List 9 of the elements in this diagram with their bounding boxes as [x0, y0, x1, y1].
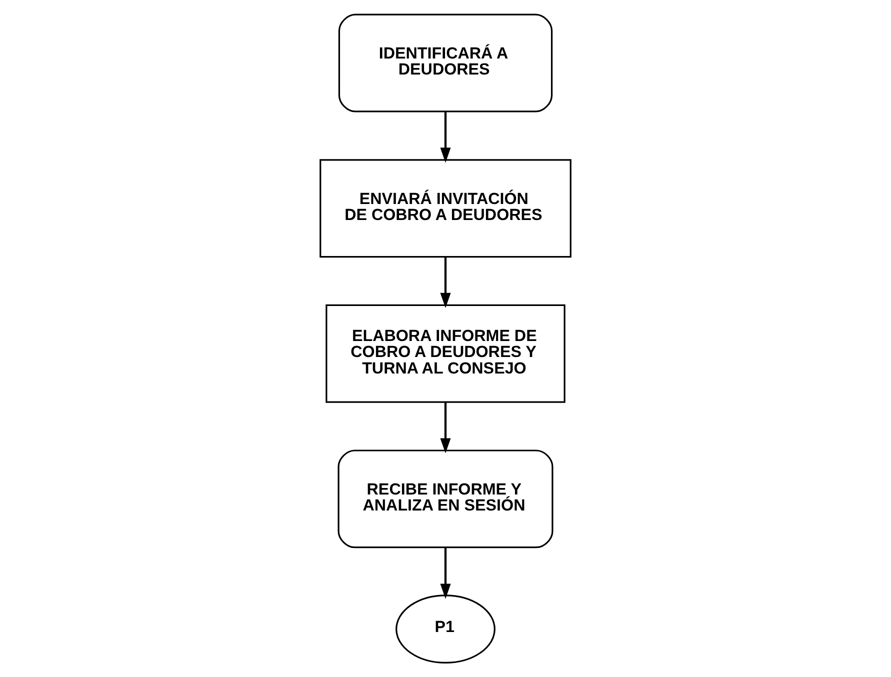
node-box: RECIBE INFORME Y ANALIZA EN SESIÓN: [338, 450, 554, 548]
arrow: [440, 112, 451, 163]
node-box: ELABORA INFORME DE COBRO A DEUDORES Y TURNA AL CONSEJO: [326, 304, 566, 403]
arrow: [440, 547, 451, 599]
node-box: IDENTIFICARÁ A DEUDORES: [338, 14, 553, 112]
arrow: [440, 257, 451, 308]
arrow: [440, 402, 451, 454]
node-ellipse: P1: [396, 594, 496, 664]
node-box: ENVIARÁ INVITACIÓN DE COBRO A DEUDORES: [320, 159, 572, 258]
